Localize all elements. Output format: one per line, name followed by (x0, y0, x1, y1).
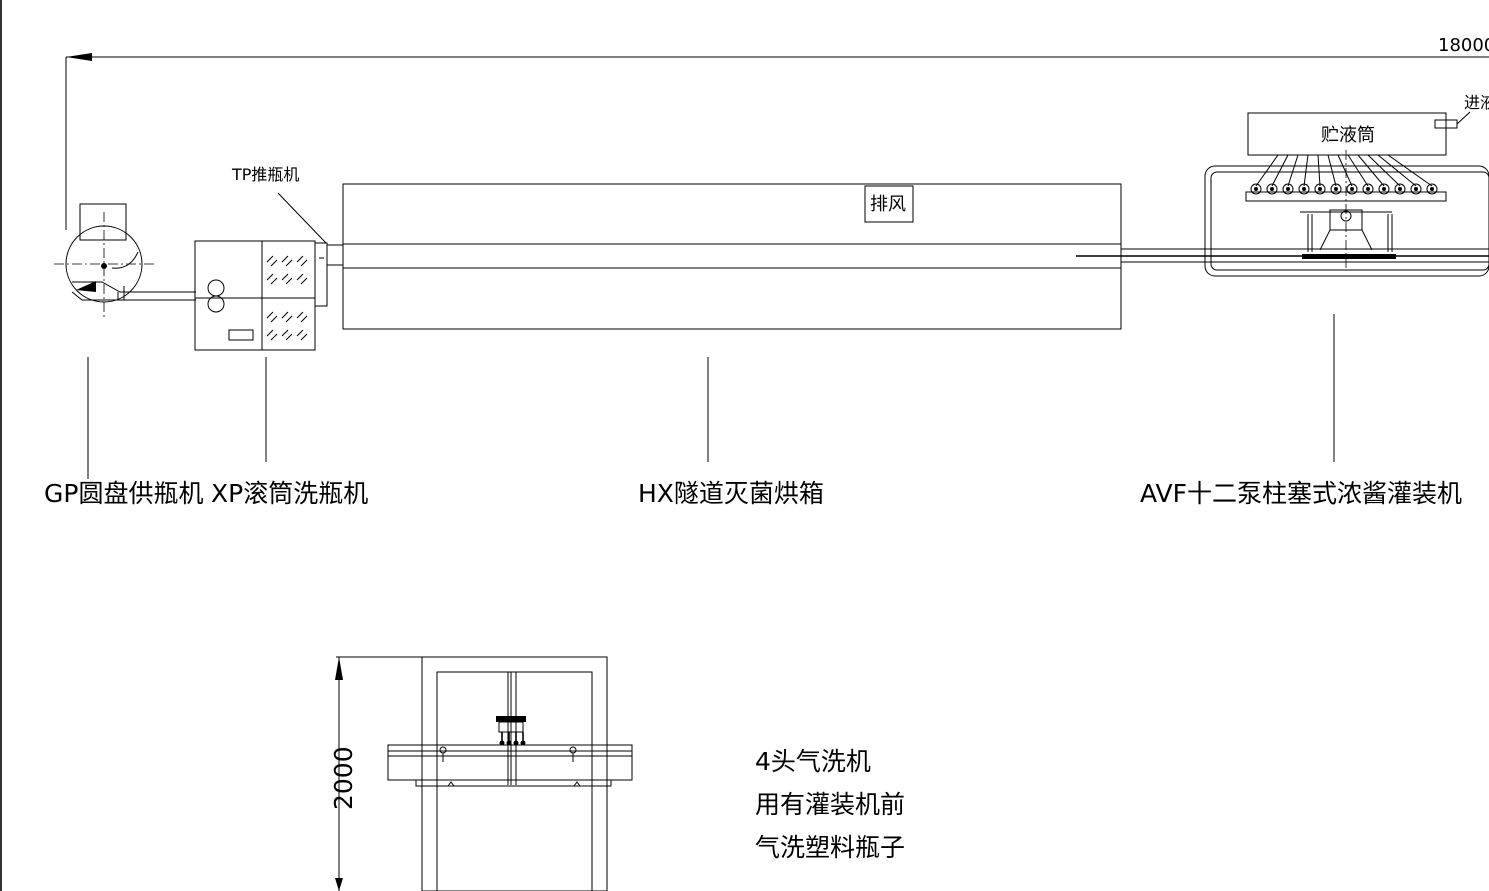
tank-box (1247, 112, 1447, 156)
gp-label: GP圆盘供瓶机 (44, 479, 203, 508)
exhaust-box (864, 185, 914, 223)
note-line-1: 4头气洗机 (755, 747, 871, 776)
hx-label: HX隧道灭菌烘箱 (638, 479, 824, 508)
overall-dimension-line: 18000 (65, 35, 1489, 230)
tp-pusher-callout: TP推瓶机 (231, 165, 327, 244)
dimension-side-text: 2000 (329, 746, 358, 810)
station-leaders (87, 314, 1335, 479)
note-line-3: 气洗塑料瓶子 (755, 833, 905, 862)
tank-label: 贮液筒 (1321, 125, 1375, 146)
air-washer-elevation: 2000 (329, 656, 633, 891)
note-line-2: 用有灌装机前 (755, 790, 905, 819)
exhaust-label: 排风 (870, 194, 906, 215)
dimension-arrow-icon (335, 657, 343, 680)
air-washer-note: 4头气洗机 用有灌装机前 气洗塑料瓶子 (755, 747, 905, 862)
hx-tunnel-oven: 排风 (342, 183, 1122, 330)
tp-pusher-label: TP推瓶机 (231, 165, 299, 184)
avf-label: AVF十二泵柱塞式浓酱灌装机 (1140, 479, 1462, 508)
xp-drum-washer (194, 240, 344, 351)
conveyor-lines (1076, 248, 1489, 263)
avf-filling-machine: 贮液筒 进液 (1204, 93, 1489, 277)
inlet-label: 进液 (1464, 93, 1489, 112)
xp-label: XP滚筒洗瓶机 (211, 479, 368, 508)
dimension-top-text: 18000 (1438, 35, 1489, 56)
pump-row (1250, 154, 1438, 195)
gp-rotary-feeder (54, 203, 196, 318)
arrowhead-icon (66, 53, 92, 61)
